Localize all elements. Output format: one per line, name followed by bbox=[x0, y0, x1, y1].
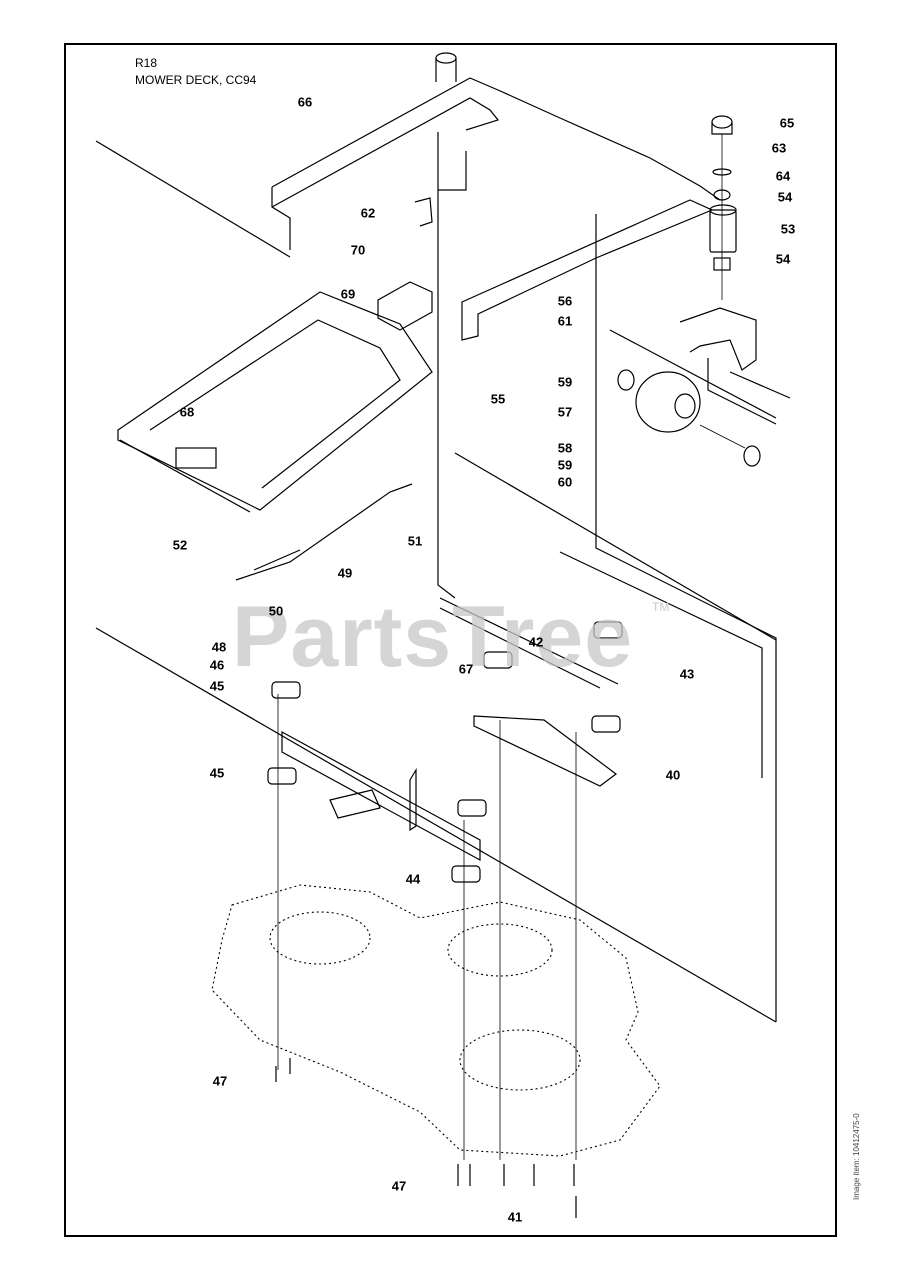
diagram-title: MOWER DECK, CC94 bbox=[135, 73, 257, 87]
part-callout[interactable]: 60 bbox=[557, 474, 573, 490]
part-callout[interactable]: 48 bbox=[211, 639, 227, 655]
part-callout[interactable]: 45 bbox=[209, 678, 225, 694]
deck-frame-pad bbox=[175, 447, 217, 469]
lift-shaft bbox=[439, 607, 601, 689]
part-callout[interactable]: 63 bbox=[771, 140, 787, 156]
part-callout[interactable]: 58 bbox=[557, 440, 573, 456]
part-callout[interactable]: 69 bbox=[340, 286, 356, 302]
part-callout[interactable]: 47 bbox=[391, 1178, 407, 1194]
hanger-clip bbox=[457, 799, 487, 817]
divider-line bbox=[437, 132, 456, 599]
part-callout[interactable]: 42 bbox=[528, 634, 544, 650]
part-callout[interactable]: 45 bbox=[209, 765, 225, 781]
part-callout[interactable]: 70 bbox=[350, 242, 366, 258]
part-callout[interactable]: 65 bbox=[779, 115, 795, 131]
divider-line bbox=[595, 214, 777, 1022]
part-callout[interactable]: 62 bbox=[360, 205, 376, 221]
divider-line bbox=[454, 452, 777, 641]
divider-line bbox=[95, 627, 777, 1023]
hanger-clip bbox=[267, 767, 297, 785]
hanger-clip bbox=[591, 715, 621, 733]
part-callout[interactable]: 54 bbox=[775, 251, 791, 267]
part-callout[interactable]: 52 bbox=[172, 537, 188, 553]
divider-line bbox=[95, 140, 291, 258]
part-callout[interactable]: 56 bbox=[557, 293, 573, 309]
blade-housing bbox=[269, 911, 371, 965]
axle-bolt bbox=[729, 371, 791, 399]
diagram-code: R18 bbox=[135, 56, 158, 70]
adjustment-rod bbox=[235, 483, 413, 581]
part-callout[interactable]: 41 bbox=[507, 1209, 523, 1225]
knob bbox=[711, 115, 733, 129]
part-callout[interactable]: 61 bbox=[557, 313, 573, 329]
lift-link bbox=[473, 715, 617, 787]
part-callout[interactable]: 51 bbox=[407, 533, 423, 549]
part-callout[interactable]: 46 bbox=[209, 657, 225, 673]
part-callout[interactable]: 64 bbox=[775, 168, 791, 184]
part-callout[interactable]: 59 bbox=[557, 374, 573, 390]
mower-deck-outline bbox=[211, 884, 661, 1157]
hanger-clip bbox=[451, 865, 481, 883]
hanger-clip bbox=[271, 681, 301, 699]
lift-shaft bbox=[439, 597, 619, 685]
front-shaft bbox=[281, 730, 481, 862]
divider-line bbox=[609, 329, 777, 419]
divider-line bbox=[559, 551, 763, 778]
blade-housing bbox=[459, 1029, 581, 1091]
part-callout[interactable]: 59 bbox=[557, 457, 573, 473]
divider-line bbox=[707, 358, 777, 425]
shaft-arm bbox=[409, 767, 417, 832]
wheel-spacer bbox=[743, 445, 761, 467]
hanger-clip bbox=[483, 651, 513, 669]
part-callout[interactable]: 50 bbox=[268, 603, 284, 619]
part-callout[interactable]: 55 bbox=[490, 391, 506, 407]
rod-sleeve bbox=[253, 549, 301, 571]
frame-rail bbox=[271, 77, 721, 201]
part-callout[interactable]: 67 bbox=[458, 661, 474, 677]
diagram-frame bbox=[64, 43, 837, 1237]
part-callout[interactable]: 47 bbox=[212, 1073, 228, 1089]
part-callout[interactable]: 43 bbox=[679, 666, 695, 682]
bushing-top bbox=[709, 204, 737, 216]
wheel bbox=[635, 371, 701, 433]
clip bbox=[414, 197, 433, 227]
bushing bbox=[709, 209, 737, 253]
wheel-spacer bbox=[617, 369, 635, 391]
hanger-clip bbox=[593, 621, 623, 639]
bolt bbox=[457, 1164, 577, 1218]
frame-rail bbox=[271, 187, 291, 250]
deck-frame-crossbar bbox=[119, 439, 251, 513]
parts-tree-watermark: PartsTree bbox=[232, 589, 634, 685]
shaft-tab bbox=[329, 789, 381, 819]
wheel-hub bbox=[674, 393, 696, 419]
frame-rail bbox=[271, 97, 500, 208]
trademark-mark: TM bbox=[652, 600, 670, 614]
pivot-post-cap bbox=[435, 52, 457, 64]
blade-housing bbox=[447, 923, 553, 977]
part-callout[interactable]: 40 bbox=[665, 767, 681, 783]
mount-bracket bbox=[377, 281, 433, 331]
pivot-post bbox=[435, 58, 457, 82]
deck-frame-inner bbox=[149, 319, 401, 489]
part-callout[interactable]: 54 bbox=[777, 189, 793, 205]
part-callout[interactable]: 44 bbox=[405, 871, 421, 887]
axle-line bbox=[699, 424, 746, 449]
lift-arm bbox=[461, 199, 714, 341]
part-callout[interactable]: 57 bbox=[557, 404, 573, 420]
divider-line bbox=[438, 151, 467, 191]
part-callout[interactable]: 66 bbox=[297, 94, 313, 110]
image-item-id: Image item: 10412475-0 bbox=[852, 1113, 861, 1200]
part-callout[interactable]: 68 bbox=[179, 404, 195, 420]
wheel-bracket bbox=[679, 307, 757, 371]
bolt bbox=[275, 1058, 291, 1082]
part-callout[interactable]: 53 bbox=[780, 221, 796, 237]
part-callout[interactable]: 49 bbox=[337, 565, 353, 581]
